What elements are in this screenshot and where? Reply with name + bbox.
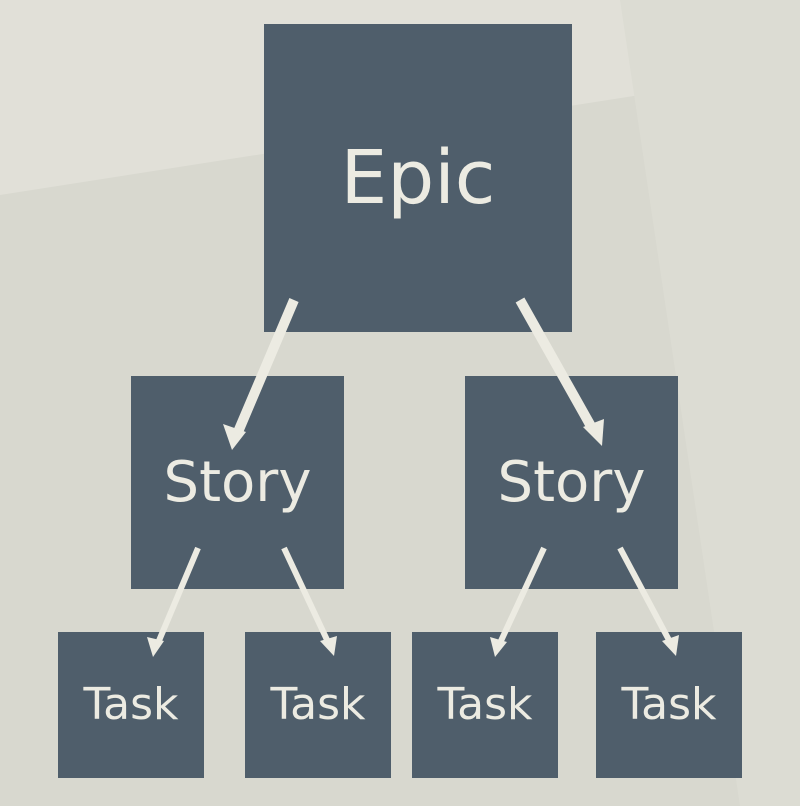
task-node-4: Task <box>596 632 742 778</box>
task-node-3: Task <box>412 632 558 778</box>
arrow-story-right-to-task-4 <box>617 546 679 656</box>
story-box-left-shape <box>131 376 344 589</box>
arrow-story-left-to-task-1 <box>147 546 201 657</box>
task-box-4-shape <box>596 632 742 778</box>
story-label: Story <box>497 449 646 515</box>
story-label: Story <box>163 449 312 515</box>
task-box-1-shape <box>58 632 204 778</box>
story-node-right: Story <box>465 376 678 589</box>
arrow-epic-to-story-left <box>223 298 299 450</box>
arrow-epic-to-story-right <box>515 297 604 446</box>
background-facet-top-right <box>620 0 800 806</box>
task-label: Task <box>270 679 366 730</box>
epic-box-shape <box>264 24 572 332</box>
task-label: Task <box>83 679 179 730</box>
task-box-2-shape <box>245 632 391 778</box>
story-node-left: Story <box>131 376 344 589</box>
task-label: Task <box>437 679 533 730</box>
task-node-1: Task <box>58 632 204 778</box>
task-label: Task <box>621 679 717 730</box>
arrow-story-right-to-task-3 <box>490 546 547 657</box>
epic-label: Epic <box>340 135 496 221</box>
arrow-story-left-to-task-2 <box>281 546 337 656</box>
epic-node: Epic <box>264 24 572 332</box>
task-node-2: Task <box>245 632 391 778</box>
story-box-right-shape <box>465 376 678 589</box>
task-box-3-shape <box>412 632 558 778</box>
